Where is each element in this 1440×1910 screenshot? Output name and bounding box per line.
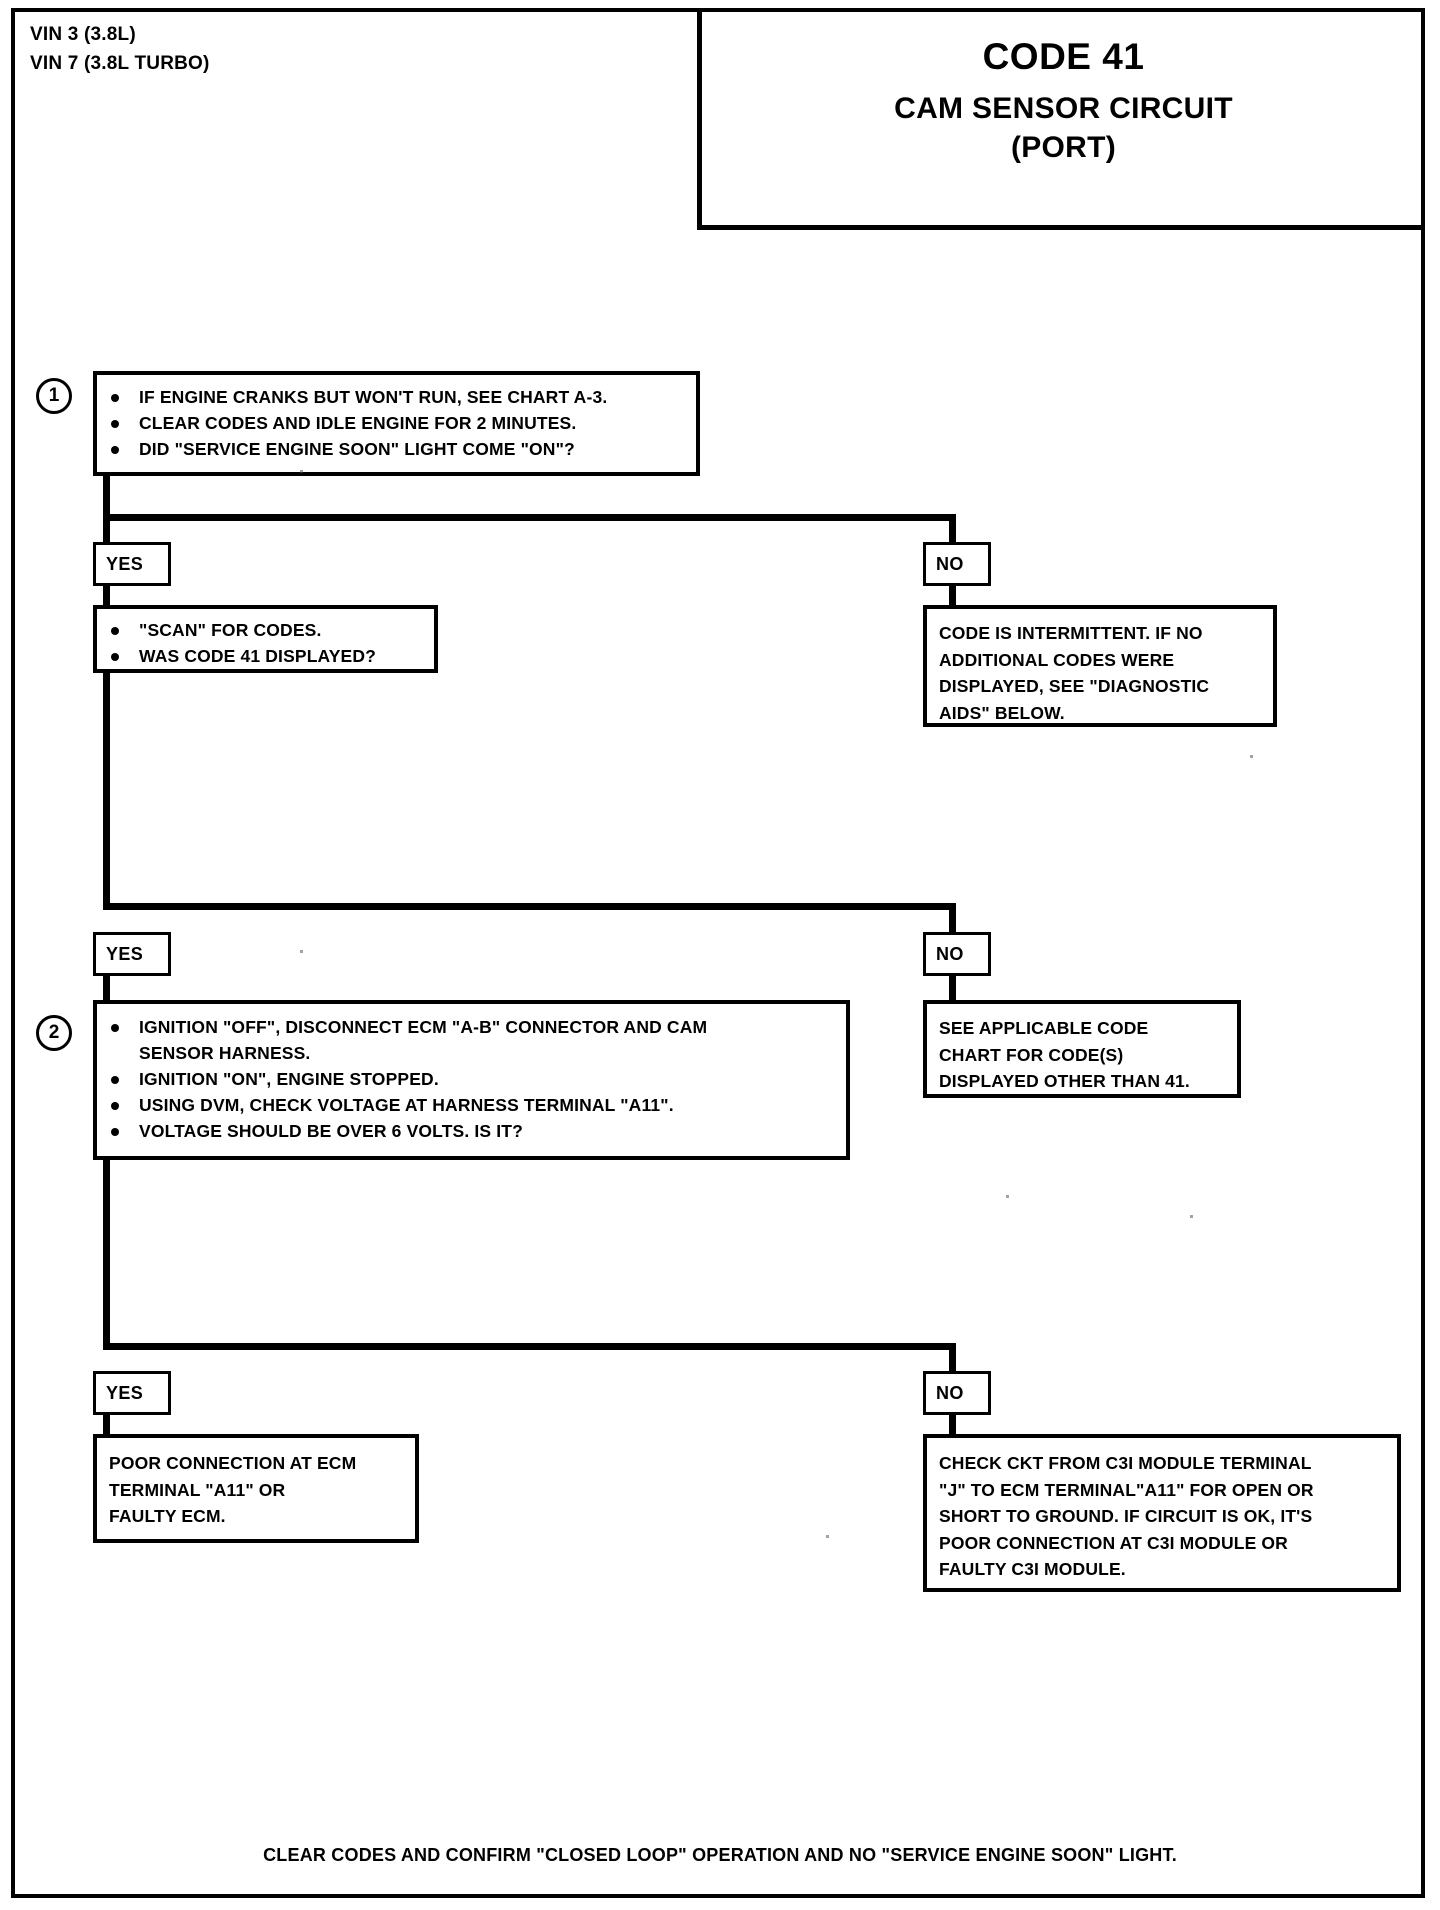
list-item: "SCAN" FOR CODES. — [105, 618, 426, 644]
list-item: USING DVM, CHECK VOLTAGE AT HARNESS TERM… — [105, 1093, 838, 1119]
branch-label-yes-2-text: YES — [106, 943, 144, 964]
branch-label-no-1-text: NO — [936, 553, 964, 574]
list-item: IGNITION "OFF", DISCONNECT ECM "A-B" CON… — [105, 1015, 838, 1067]
branch-label-yes-1-text: YES — [106, 553, 144, 574]
scan-speck — [1250, 755, 1253, 758]
title-code: CODE 41 — [982, 36, 1145, 77]
code-intermittent-text: CODE IS INTERMITTENT. IF NO ADDITIONAL C… — [939, 623, 1210, 723]
connector-step2-branch — [103, 1343, 956, 1350]
list-item: IGNITION "ON", ENGINE STOPPED. — [105, 1067, 838, 1093]
step-number-1-label: 1 — [48, 385, 60, 406]
branch-label-no-1: NO — [923, 542, 991, 586]
step-number-2-label: 2 — [48, 1022, 60, 1043]
connector-yes1-to-scan — [103, 586, 110, 608]
connector-no1-to-intermittent — [949, 586, 956, 608]
list-item: CLEAR CODES AND IDLE ENGINE FOR 2 MINUTE… — [105, 411, 688, 437]
scan-speck — [1006, 1195, 1009, 1198]
see-applicable-code-text: SEE APPLICABLE CODE CHART FOR CODE(S) DI… — [939, 1018, 1190, 1092]
footer-note: CLEAR CODES AND CONFIRM "CLOSED LOOP" OP… — [263, 1845, 1177, 1865]
scan-speck — [826, 1535, 829, 1538]
page-border — [11, 8, 1425, 1898]
vin-application-block: VIN 3 (3.8L) VIN 7 (3.8L TURBO) — [30, 20, 210, 79]
step-1-instructions-box: IF ENGINE CRANKS BUT WON'T RUN, SEE CHAR… — [93, 371, 700, 476]
connector-yes3-to-poor-connection — [103, 1415, 110, 1437]
scan-speck — [300, 470, 303, 473]
see-applicable-code-box: SEE APPLICABLE CODE CHART FOR CODE(S) DI… — [923, 1000, 1241, 1098]
scan-bullet-list: "SCAN" FOR CODES. WAS CODE 41 DISPLAYED? — [105, 618, 426, 670]
connector-scan-no-down — [949, 903, 956, 934]
list-item: DID "SERVICE ENGINE SOON" LIGHT COME "ON… — [105, 437, 688, 463]
branch-label-no-3-text: NO — [936, 1382, 964, 1403]
connector-scan-down — [103, 673, 110, 910]
branch-label-no-2: NO — [923, 932, 991, 976]
step-number-2: 2 — [36, 1015, 72, 1051]
step-number-1: 1 — [36, 378, 72, 414]
poor-connection-text: POOR CONNECTION AT ECM TERMINAL "A11" OR… — [109, 1453, 357, 1527]
connector-step1-no-down — [949, 514, 956, 544]
branch-label-no-2-text: NO — [936, 943, 964, 964]
connector-scan-branch — [103, 903, 956, 910]
connector-no2-to-other-codes — [949, 976, 956, 1000]
chart-title-block: CODE 41 CAM SENSOR CIRCUIT (PORT) — [697, 8, 1425, 230]
connector-step2-no-down — [949, 1343, 956, 1373]
connector-yes2-to-step2 — [103, 976, 110, 1000]
list-item: IF ENGINE CRANKS BUT WON'T RUN, SEE CHAR… — [105, 385, 688, 411]
check-circuit-box: CHECK CKT FROM C3I MODULE TERMINAL "J" T… — [923, 1434, 1401, 1592]
vin-line-1: VIN 3 (3.8L) — [30, 24, 136, 45]
connector-step2-down — [103, 1160, 110, 1350]
branch-label-yes-2: YES — [93, 932, 171, 976]
check-circuit-text: CHECK CKT FROM C3I MODULE TERMINAL "J" T… — [939, 1453, 1314, 1580]
connector-step1-branch — [103, 514, 956, 521]
vin-line-2: VIN 7 (3.8L TURBO) — [30, 53, 210, 75]
branch-label-yes-1: YES — [93, 542, 171, 586]
step-1-bullet-list: IF ENGINE CRANKS BUT WON'T RUN, SEE CHAR… — [105, 385, 688, 463]
connector-no3-to-check-ckt — [949, 1415, 956, 1437]
scan-for-codes-box: "SCAN" FOR CODES. WAS CODE 41 DISPLAYED? — [93, 605, 438, 673]
title-qualifier: (PORT) — [1010, 131, 1117, 165]
poor-connection-box: POOR CONNECTION AT ECM TERMINAL "A11" OR… — [93, 1434, 419, 1543]
title-name: CAM SENSOR CIRCUIT — [894, 92, 1233, 126]
list-item: VOLTAGE SHOULD BE OVER 6 VOLTS. IS IT? — [105, 1119, 838, 1145]
list-item: WAS CODE 41 DISPLAYED? — [105, 644, 426, 670]
scan-speck — [1190, 1215, 1193, 1218]
branch-label-yes-3-text: YES — [106, 1382, 144, 1403]
branch-label-yes-3: YES — [93, 1371, 171, 1415]
step-2-instructions-box: IGNITION "OFF", DISCONNECT ECM "A-B" CON… — [93, 1000, 850, 1160]
scan-speck — [300, 950, 303, 953]
step-2-bullet-list: IGNITION "OFF", DISCONNECT ECM "A-B" CON… — [105, 1015, 838, 1144]
connector-step1-down — [103, 476, 110, 520]
code-intermittent-box: CODE IS INTERMITTENT. IF NO ADDITIONAL C… — [923, 605, 1277, 727]
branch-label-no-3: NO — [923, 1371, 991, 1415]
connector-step1-yes-down — [103, 514, 110, 544]
